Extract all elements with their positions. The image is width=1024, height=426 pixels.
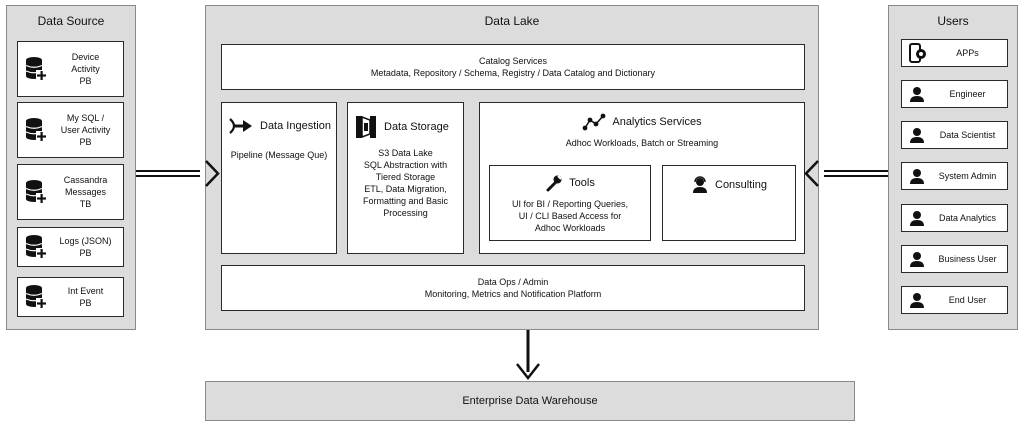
user-item[interactable]: System Admin [901, 162, 1008, 190]
data-source-label: Logs (JSON) PB [59, 236, 112, 258]
person-icon [910, 211, 924, 226]
database-add-icon [25, 180, 47, 204]
arrow-datasource-to-datalake [136, 160, 220, 187]
analytics-line-icon [582, 113, 606, 131]
data-storage-box[interactable]: Data Storage S3 Data Lake SQL Abstractio… [347, 102, 464, 254]
user-item[interactable]: Data Analytics [901, 204, 1008, 232]
catalog-services-subtitle: Metadata, Repository / Schema, Registry … [370, 68, 656, 78]
user-item[interactable]: Engineer [901, 80, 1008, 108]
consulting-title: Consulting [715, 179, 767, 191]
tools-box[interactable]: Tools UI for BI / Reporting Queries, UI … [489, 165, 651, 241]
enterprise-data-warehouse-box[interactable]: Enterprise Data Warehouse [205, 381, 855, 421]
data-ops-title: Data Ops / Admin [477, 277, 549, 287]
data-source-item[interactable]: My SQL / User Activity PB [17, 102, 124, 158]
arrow-users-to-datalake [804, 160, 888, 187]
person-icon [910, 252, 924, 267]
user-label: Business User [938, 254, 997, 264]
user-label: Data Scientist [939, 130, 996, 140]
arrow-datalake-to-warehouse [516, 330, 540, 381]
user-item[interactable]: Business User [901, 245, 1008, 273]
headset-person-icon [693, 176, 707, 193]
data-source-label: Cassandra Messages TB [63, 175, 108, 209]
user-item[interactable]: Data Scientist [901, 121, 1008, 149]
data-ops-box[interactable]: Data Ops / Admin Monitoring, Metrics and… [221, 265, 805, 311]
database-add-icon [25, 235, 47, 259]
app-gear-icon [909, 43, 926, 63]
data-source-item[interactable]: Logs (JSON) PB [17, 227, 124, 267]
data-lake-panel: Data Lake Catalog Services Metadata, Rep… [205, 5, 819, 330]
data-source-label: Int Event PB [67, 286, 104, 308]
consulting-box[interactable]: Consulting [662, 165, 796, 241]
user-item[interactable]: End User [901, 286, 1008, 314]
user-label: System Admin [938, 171, 997, 181]
data-source-label: My SQL / User Activity PB [60, 113, 111, 147]
data-source-item[interactable]: Device Activity PB [17, 41, 124, 97]
data-ops-subtitle: Monitoring, Metrics and Notification Pla… [424, 289, 602, 299]
storage-bucket-icon [356, 115, 376, 139]
tools-body: UI for BI / Reporting Queries, UI / CLI … [511, 199, 629, 233]
database-add-icon [25, 285, 47, 309]
person-icon [910, 293, 924, 308]
user-label: APPs [956, 48, 979, 58]
person-icon [910, 128, 924, 143]
data-ingestion-body: Pipeline (Message Que) [230, 150, 328, 160]
data-ingestion-title: Data Ingestion [260, 120, 331, 132]
user-label: End User [948, 295, 987, 305]
analytics-services-box[interactable]: Analytics Services Adhoc Workloads, Batc… [479, 102, 805, 254]
wrench-icon [546, 175, 562, 192]
data-storage-body: S3 Data Lake SQL Abstraction with Tiered… [362, 148, 449, 218]
users-title: Users [937, 14, 969, 28]
data-source-title: Data Source [37, 14, 105, 28]
data-source-label: Device Activity PB [71, 52, 100, 86]
catalog-services-title: Catalog Services [478, 56, 548, 66]
ingestion-arrow-icon [229, 118, 252, 134]
analytics-services-title: Analytics Services [612, 116, 702, 128]
database-add-icon [25, 57, 47, 81]
data-lake-title: Data Lake [484, 14, 540, 28]
person-icon [910, 169, 924, 184]
data-storage-title: Data Storage [384, 121, 449, 133]
analytics-services-subtitle: Adhoc Workloads, Batch or Streaming [565, 138, 719, 148]
data-source-item[interactable]: Cassandra Messages TB [17, 164, 124, 220]
person-icon [910, 87, 924, 102]
enterprise-data-warehouse-title: Enterprise Data Warehouse [462, 395, 598, 407]
user-label: Data Analytics [938, 213, 997, 223]
database-add-icon [25, 118, 47, 142]
catalog-services-box[interactable]: Catalog Services Metadata, Repository / … [221, 44, 805, 90]
data-ingestion-box[interactable]: Data Ingestion Pipeline (Message Que) [221, 102, 337, 254]
user-item[interactable]: APPs [901, 39, 1008, 67]
user-label: Engineer [949, 89, 986, 99]
data-source-item[interactable]: Int Event PB [17, 277, 124, 317]
tools-title: Tools [569, 177, 595, 189]
users-panel: Users APPs Engineer Data Scientist Syste… [888, 5, 1018, 330]
data-source-panel: Data Source Device Activity PB My SQL / … [6, 5, 136, 330]
